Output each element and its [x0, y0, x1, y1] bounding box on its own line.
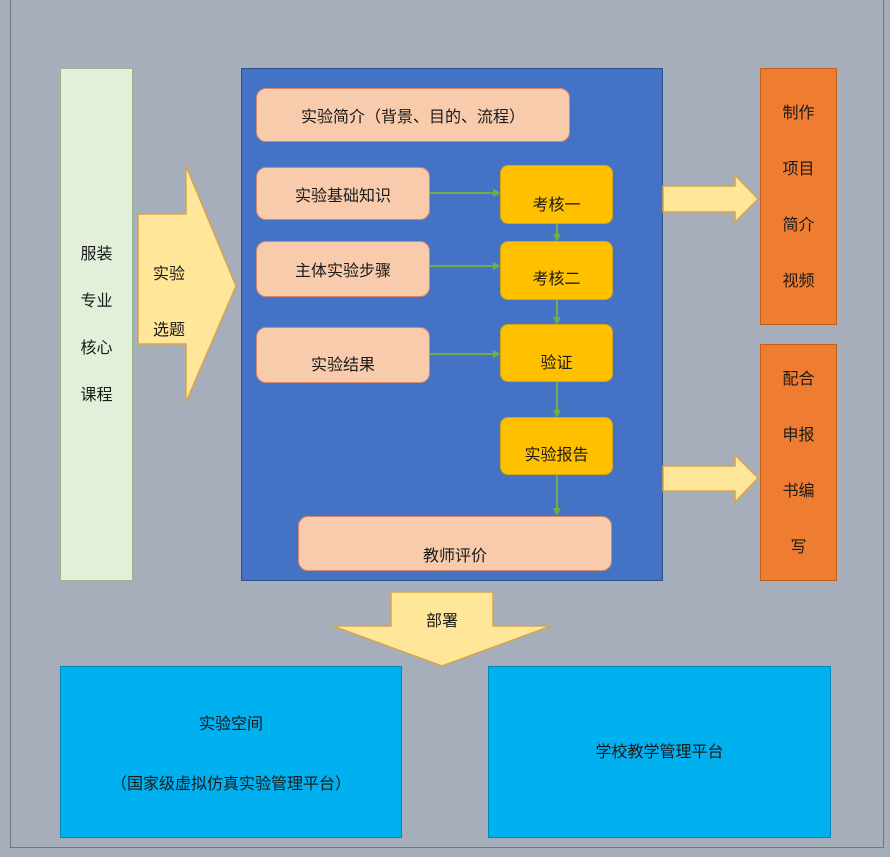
deploy-label: 部署: [425, 611, 458, 630]
core-course-line: 专业: [80, 291, 113, 310]
project-video-line: 视频: [782, 270, 815, 290]
application-line: 申报: [782, 424, 815, 444]
core-course-line: 服装: [80, 244, 113, 263]
assess-two-text: 考核二: [532, 268, 581, 288]
application-box: 配合 申报 书编 写: [760, 344, 837, 581]
core-course-text: 服装 专业 核心 课程: [80, 246, 112, 403]
experiment-space-box: 实验空间 （国家级虚拟仿真实验管理平台）: [60, 666, 402, 838]
select-topic-arrow: [137, 165, 237, 403]
select-topic-line: 选题: [152, 320, 185, 339]
output-arrow-top: [662, 173, 760, 224]
report-text: 实验报告: [524, 445, 589, 464]
result-box: 实验结果: [256, 327, 430, 383]
basic-knowledge-box: 实验基础知识: [256, 167, 430, 220]
core-course-box: 服装 专业 核心 课程: [60, 68, 133, 581]
main-steps-box: 主体实验步骤: [256, 241, 430, 297]
teacher-eval-box: 教师评价: [298, 516, 612, 571]
teacher-eval-text: 教师评价: [422, 545, 487, 565]
school-platform-box: 学校教学管理平台: [488, 666, 831, 838]
application-line: 书编: [782, 480, 815, 500]
select-topic-label: 实验 选题: [148, 246, 190, 358]
output-arrow-bottom: [662, 453, 760, 504]
deploy-arrow: [332, 591, 552, 667]
school-platform-title: 学校教学管理平台: [595, 742, 724, 761]
outer-frame: [10, 0, 884, 848]
project-video-line: 制作: [782, 102, 815, 122]
project-video-text: 制作 项目 简介 视频: [782, 102, 815, 290]
assess-one-text: 考核一: [532, 194, 581, 214]
experiment-space-subtitle: （国家级虚拟仿真实验管理平台）: [110, 774, 351, 793]
core-course-line: 课程: [80, 385, 113, 404]
experiment-space-title: 实验空间: [198, 714, 263, 733]
select-topic-line: 实验: [152, 264, 185, 283]
assess-two-box: 考核二: [500, 241, 613, 300]
verify-box: 验证: [500, 324, 613, 382]
assess-one-box: 考核一: [500, 165, 613, 224]
application-text: 配合 申报 书编 写: [782, 368, 815, 556]
project-video-line: 简介: [782, 214, 815, 234]
basic-knowledge-text: 实验基础知识: [294, 185, 391, 205]
main-steps-text: 主体实验步骤: [294, 261, 391, 280]
verify-text: 验证: [540, 353, 573, 372]
intro-text: 实验简介（背景、目的、流程）: [300, 107, 525, 126]
core-course-line: 核心: [80, 338, 113, 357]
result-text: 实验结果: [310, 355, 375, 374]
project-video-box: 制作 项目 简介 视频: [760, 68, 837, 325]
application-line: 配合: [782, 368, 815, 388]
application-line: 写: [790, 536, 807, 556]
report-box: 实验报告: [500, 417, 613, 475]
intro-box: 实验简介（背景、目的、流程）: [256, 88, 570, 142]
project-video-line: 项目: [782, 158, 815, 178]
